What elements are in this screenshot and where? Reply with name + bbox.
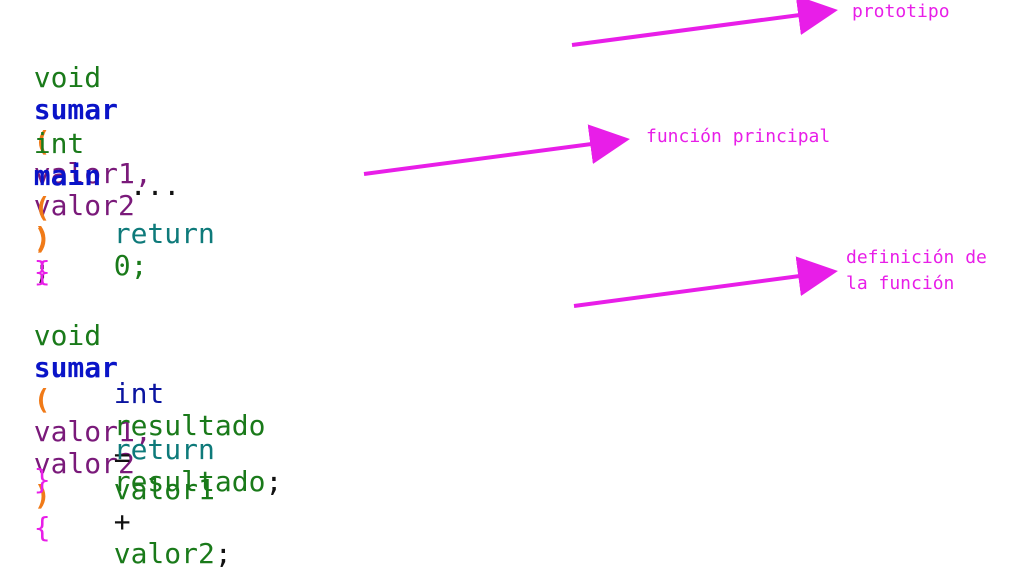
code-line-prototype: void sumar ( valor1, valor2 ) ; — [0, 30, 152, 286]
close-brace: } — [33, 255, 51, 288]
variable-resultado: resultado — [113, 409, 266, 442]
function-name: sumar — [33, 93, 119, 126]
close-brace: } — [33, 463, 51, 496]
param-1: valor1 — [33, 415, 135, 448]
comma: , — [134, 157, 152, 190]
function-name: sumar — [33, 351, 119, 384]
type-keyword: int — [33, 127, 85, 160]
annotation-main-function: función principal — [646, 126, 831, 147]
arrow-main-function — [363, 124, 630, 176]
close-paren: ) — [33, 223, 51, 256]
type-keyword: int — [113, 377, 165, 410]
open-paren: ( — [33, 125, 51, 158]
annotation-arrows — [363, 0, 838, 308]
type-keyword: void — [33, 61, 102, 94]
code-line-close-main: } — [0, 224, 51, 288]
code-line-return-resultado: return resultado; — [80, 402, 283, 498]
type-keyword: void — [33, 319, 102, 352]
code-line-return-zero: return 0; — [80, 186, 215, 282]
code-line-definition: void sumar ( valor1, valor2 ) { — [0, 288, 152, 544]
close-paren: ) — [33, 221, 51, 254]
semicolon: ; — [214, 537, 232, 570]
arrow-definition — [573, 256, 838, 308]
annotation-definition-line2: la función — [846, 273, 955, 294]
param-1: valor1 — [33, 157, 135, 190]
code-line-close-definition: } — [0, 432, 51, 496]
assign-operator: = — [113, 441, 131, 474]
open-paren: ( — [33, 191, 51, 224]
open-paren: ( — [33, 383, 51, 416]
return-keyword: return — [113, 433, 215, 466]
comma: , — [134, 415, 152, 448]
operand-2: valor2 — [113, 537, 215, 570]
semicolon: ; — [33, 253, 51, 286]
arrow-prototype — [571, 0, 838, 47]
return-value: 0; — [113, 249, 148, 282]
annotation-prototype: prototipo — [852, 1, 950, 22]
param-2: valor2 — [33, 189, 135, 222]
ellipsis: ... — [129, 169, 181, 202]
open-brace: { — [33, 255, 51, 288]
open-brace: { — [33, 511, 51, 544]
plus-operator: + — [113, 505, 131, 538]
code-line-ellipsis: ... — [96, 138, 181, 202]
function-name: main — [33, 159, 102, 192]
code-line-main: int main ( ) { — [0, 96, 101, 288]
annotation-definition-line1: definición de — [846, 247, 987, 268]
return-keyword: return — [113, 217, 215, 250]
